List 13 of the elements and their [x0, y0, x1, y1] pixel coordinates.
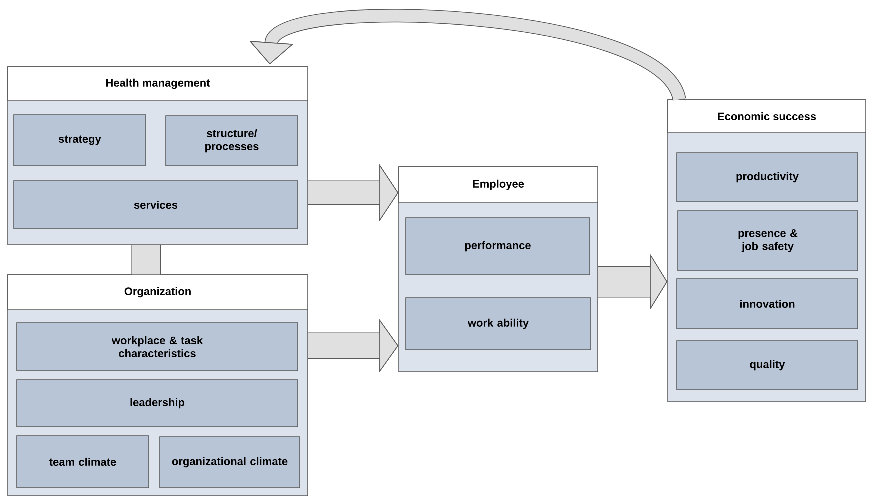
factor-box: innovation	[676, 278, 858, 330]
factor-box: services	[14, 180, 298, 230]
factor-box: team climate	[16, 436, 150, 488]
factor-box: quality	[676, 340, 858, 390]
factor-box: strategy	[14, 114, 146, 166]
factor-box: leadership	[16, 380, 298, 428]
factor-box: presence & job safety	[678, 210, 858, 272]
factor-box: structure/ processes	[166, 116, 298, 166]
factor-box: performance	[406, 218, 590, 276]
factor-box: workplace & task characteristics	[16, 322, 298, 372]
factor-box: organizational climate	[160, 436, 300, 488]
factor-box: productivity	[676, 152, 858, 202]
factor-box: work ability	[406, 298, 592, 350]
